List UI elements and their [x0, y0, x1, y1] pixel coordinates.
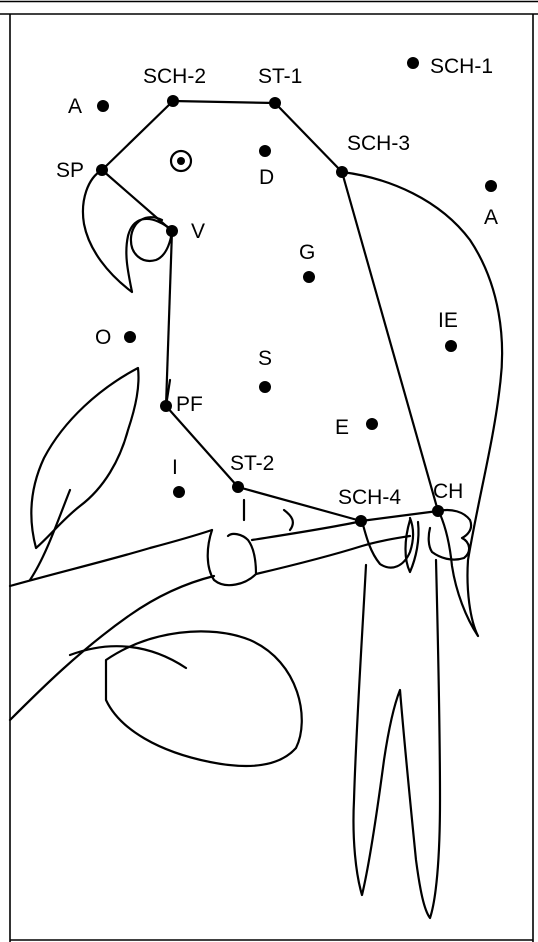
landmark-label-sch-3: SCH-3	[347, 132, 410, 155]
landmark-point-ch	[432, 505, 444, 517]
connection-st-1-sch-3	[275, 103, 342, 172]
landmark-point-sch-4	[355, 515, 367, 527]
landmark-points	[96, 57, 497, 527]
landmark-point-a-2	[485, 180, 497, 192]
branch-perch	[256, 536, 410, 574]
parrot-lower-beak	[131, 217, 172, 261]
landmark-label-sch-1: SCH-1	[430, 55, 493, 78]
landmark-labels: SCH-1A SCH-2 ST-1D SCH-3SP A V G IE O S PF E I ST-2CH…	[56, 55, 498, 509]
landmark-point-sch-3	[336, 166, 348, 178]
landmark-point-o	[124, 331, 136, 343]
landmark-label-e: E	[335, 416, 349, 439]
landmark-point-e	[366, 418, 378, 430]
landmark-point-pf	[160, 400, 172, 412]
landmark-label-ie: IE	[438, 309, 458, 332]
branch-lower-edge	[10, 576, 214, 720]
landmark-label-pf: PF	[176, 393, 203, 416]
landmark-label-o: O	[95, 326, 111, 349]
landmark-point-s	[259, 381, 271, 393]
leaf-lower-stem	[70, 646, 186, 668]
landmark-label-s: S	[258, 347, 272, 370]
landmark-point-sp	[96, 164, 108, 176]
landmark-label-sch-4: SCH-4	[338, 486, 401, 509]
parrot-eye-pupil	[177, 157, 185, 165]
landmark-point-v	[166, 225, 178, 237]
landmark-label-st-1: ST-1	[258, 65, 302, 88]
landmark-label-d: D	[259, 166, 274, 189]
landmark-label-v: V	[191, 220, 205, 243]
landmark-point-a-1	[97, 100, 109, 112]
leaf-lower	[106, 631, 302, 766]
connection-sch-3-ch	[342, 172, 438, 511]
parrot-upper-beak	[83, 170, 172, 292]
parrot-tail-left	[353, 560, 440, 918]
landmark-point-ie	[445, 340, 457, 352]
landmark-point-g	[303, 271, 315, 283]
landmark-point-sch-1	[407, 57, 419, 69]
landmark-label-ch: CH	[433, 480, 463, 503]
parrot-outline	[10, 151, 502, 918]
landmark-label-a-1: A	[68, 95, 82, 118]
landmark-label-sch-2: SCH-2	[143, 65, 206, 88]
landmark-point-st-1	[269, 97, 281, 109]
connection-sp-sch-2	[102, 101, 173, 170]
branch-upper-edge	[10, 530, 212, 586]
branch-perch-top	[252, 521, 362, 540]
landmark-label-i: I	[172, 456, 178, 479]
connection-ch-sch-4	[361, 511, 438, 521]
leaf-upper	[31, 368, 138, 548]
landmark-point-sch-2	[167, 95, 179, 107]
landmark-point-i	[173, 486, 185, 498]
parrot-thigh	[244, 500, 293, 530]
landmark-point-st-2	[232, 481, 244, 493]
landmark-label-g: G	[299, 241, 315, 264]
landmark-label-a-2: A	[484, 206, 498, 229]
parrot-foot-left	[208, 530, 256, 585]
landmark-label-st-2: ST-2	[230, 452, 274, 475]
connection-sch-2-st-1	[173, 101, 275, 103]
landmark-point-d	[259, 145, 271, 157]
landmark-label-sp: SP	[56, 159, 84, 182]
